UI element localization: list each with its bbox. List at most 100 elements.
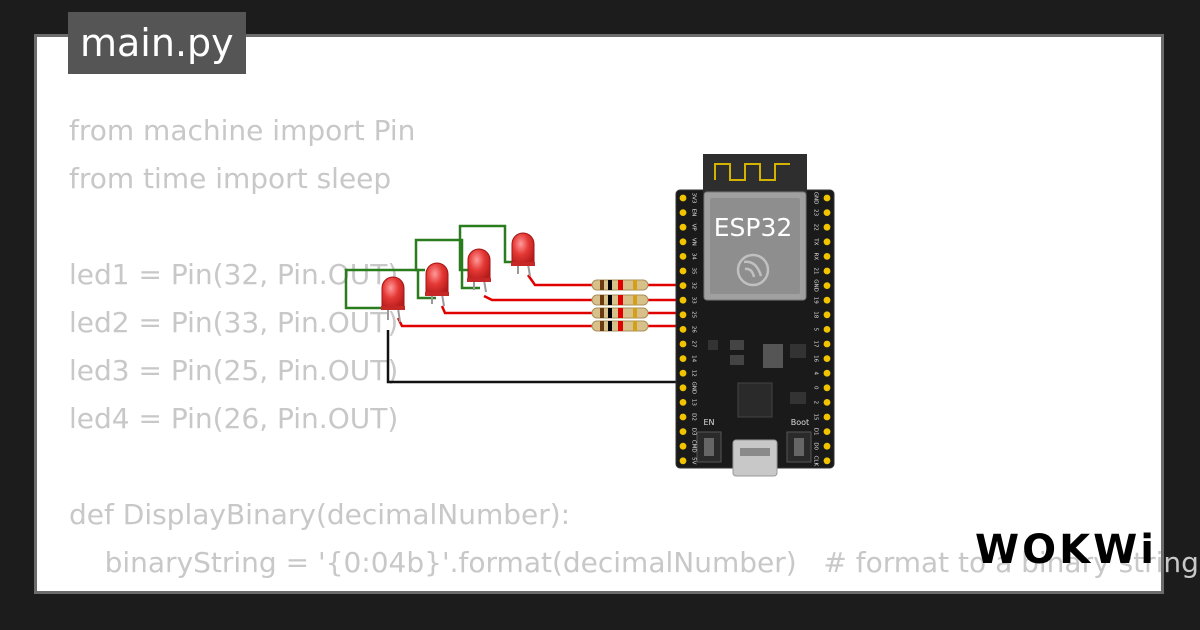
left-pin[interactable]: [679, 282, 687, 289]
code-line: binaryString = '{0:04b}'.format(decimalN…: [69, 546, 1199, 579]
code-line: led3 = Pin(25, Pin.OUT): [69, 354, 399, 387]
right-pin-label: GND: [813, 192, 819, 205]
left-pin-label: VN: [691, 238, 697, 246]
usb-port[interactable]: [732, 439, 778, 477]
left-pin-label: 26: [691, 326, 697, 333]
chip-label: ESP32: [714, 213, 793, 242]
left-pin[interactable]: [679, 311, 687, 319]
left-pin[interactable]: [679, 223, 687, 231]
right-pin-label: D1: [813, 428, 819, 436]
right-pin[interactable]: [823, 267, 831, 275]
leds: [381, 232, 535, 323]
right-pin[interactable]: [823, 238, 831, 246]
left-pin[interactable]: [679, 238, 687, 246]
left-pin-label: 13: [691, 399, 697, 406]
file-tab[interactable]: main.py: [68, 12, 246, 74]
right-pin-label: 23: [813, 209, 819, 216]
right-pin[interactable]: [823, 355, 831, 362]
code-line: from machine import Pin: [69, 114, 416, 147]
right-pin-label: 15: [813, 414, 819, 421]
right-pin[interactable]: [823, 209, 831, 217]
green-wires: [344, 224, 522, 310]
left-pin-header: 3V3ENVPVN343532332526271412GND13D2D3CMD5…: [679, 193, 697, 465]
svg-text:Boot: Boot: [791, 418, 809, 427]
left-pin[interactable]: [679, 267, 687, 275]
right-pin-label: 17: [813, 341, 819, 348]
right-pin[interactable]: [823, 296, 831, 304]
code-line: led1 = Pin(32, Pin.OUT): [69, 258, 399, 291]
right-pin[interactable]: [823, 442, 831, 450]
right-pin[interactable]: [823, 340, 831, 348]
left-pin[interactable]: [679, 355, 687, 362]
left-pin[interactable]: [679, 442, 687, 450]
left-pin[interactable]: [679, 413, 687, 421]
code-line: led2 = Pin(33, Pin.OUT): [69, 306, 399, 339]
preview-card: from machine import Pin from time import …: [34, 34, 1199, 594]
right-pin[interactable]: [823, 384, 831, 392]
svg-text:EN: EN: [703, 418, 714, 427]
right-pin-label: D0: [813, 442, 819, 450]
left-pin-label: 3V3: [691, 193, 697, 204]
resistors: [591, 279, 649, 332]
left-pin[interactable]: [679, 399, 687, 406]
left-pin-label: EN: [691, 209, 697, 217]
right-pin-label: GND: [813, 279, 819, 292]
left-pin[interactable]: [679, 253, 687, 260]
left-pin-label: 33: [691, 297, 697, 304]
right-pin-label: 22: [813, 224, 819, 231]
resistor-4: [591, 320, 649, 332]
right-pin-label: 5: [813, 328, 819, 332]
right-pin[interactable]: [823, 311, 831, 319]
right-pin[interactable]: [823, 253, 831, 260]
code-line: led4 = Pin(26, Pin.OUT): [69, 402, 399, 435]
left-pin-label: D3: [691, 428, 697, 436]
left-pin[interactable]: [679, 296, 687, 304]
left-pin-label: 5V: [691, 457, 697, 464]
left-pin[interactable]: [679, 194, 687, 202]
left-pin-label: 14: [691, 355, 697, 362]
right-pin-label: RX: [813, 253, 819, 261]
left-pin[interactable]: [679, 384, 687, 392]
boot-button[interactable]: Boot: [786, 418, 812, 463]
right-pin[interactable]: [823, 428, 831, 435]
right-pin-label: 0: [813, 386, 819, 390]
left-pin-label: D2: [691, 413, 697, 421]
left-pin-label: VP: [691, 224, 697, 232]
left-pin[interactable]: [679, 369, 687, 377]
right-pin[interactable]: [823, 399, 831, 406]
esp32-board[interactable]: ESP32 EN Boot 3V3ENVPVN34353233252627141…: [675, 154, 835, 477]
code-line: def DisplayBinary(decimalNumber):: [69, 498, 571, 531]
en-button[interactable]: EN: [696, 418, 722, 463]
right-pin[interactable]: [823, 457, 831, 465]
right-pin-label: 21: [813, 268, 819, 275]
left-pin-label: CMD: [691, 440, 697, 453]
left-pin[interactable]: [679, 209, 687, 217]
right-pin[interactable]: [823, 369, 831, 377]
wokwi-logo: WOKWi: [975, 527, 1157, 573]
led-4[interactable]: [381, 276, 405, 323]
code-line: from time import sleep: [69, 162, 392, 195]
code-editor[interactable]: from machine import Pin from time import …: [69, 107, 1199, 587]
right-pin[interactable]: [823, 282, 831, 289]
led-3[interactable]: [425, 262, 449, 307]
right-pin-label: 2: [813, 401, 819, 405]
antenna-area: [703, 154, 807, 194]
left-pin-label: GND: [691, 381, 697, 394]
led-1[interactable]: [511, 232, 535, 277]
left-pin-label: 34: [691, 253, 697, 260]
left-pin[interactable]: [679, 457, 687, 465]
left-pin[interactable]: [679, 428, 687, 435]
led-2[interactable]: [467, 248, 491, 293]
left-pin[interactable]: [679, 326, 687, 333]
right-pin-label: 4: [813, 371, 819, 375]
right-pin[interactable]: [823, 223, 831, 231]
right-pin[interactable]: [823, 326, 831, 333]
resistor-1: [591, 279, 649, 291]
right-pin[interactable]: [823, 194, 831, 202]
left-pin[interactable]: [679, 340, 687, 348]
gnd-wire: [386, 330, 682, 384]
right-pin-label: 19: [813, 297, 819, 304]
right-pin[interactable]: [823, 413, 831, 421]
